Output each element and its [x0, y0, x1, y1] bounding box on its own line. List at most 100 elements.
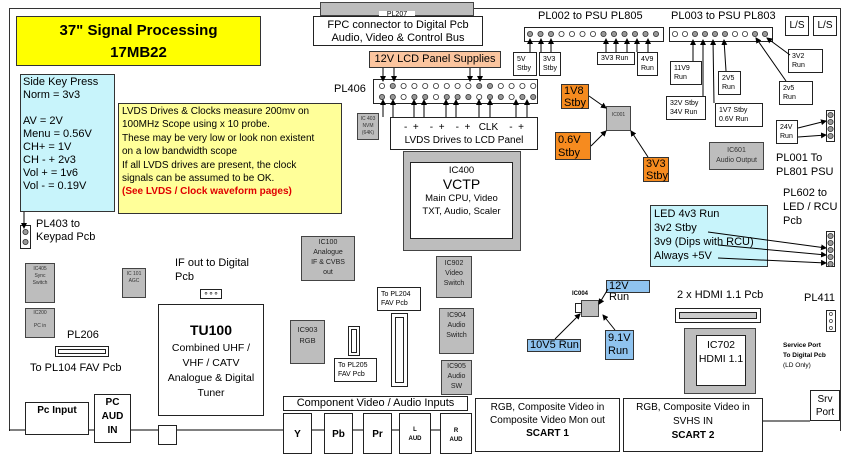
side-key-line: Vol + = 1v6 — [23, 167, 79, 179]
if-out-label: IF out to Digital Pcb — [175, 256, 249, 284]
pl207-label: PL207 — [378, 11, 416, 18]
ic100-line4: out — [323, 269, 333, 276]
pl403-connector — [20, 225, 31, 249]
tu100-line: Combined UHF / — [171, 342, 251, 354]
hdmi-pcb-label: 2 x HDMI 1.1 Pcb — [677, 289, 764, 301]
ic904-line2: Audio — [447, 322, 466, 329]
pc-input-connector: Pc Input — [25, 402, 89, 435]
lvds-drives-box: - + - + - + CLK - + LVDS Drives to LCD P… — [390, 117, 538, 150]
component-inputs-label: Component Video / Audio Inputs — [283, 396, 468, 411]
pl403-label: PL403 to Keypad Pcb — [36, 218, 95, 244]
l-aud-line2: AUD — [408, 436, 422, 442]
pl204-label: To PL204 FAV Pcb — [377, 287, 421, 311]
pl204-line1: To PL204 — [381, 291, 411, 298]
pl411-label: PL411 — [804, 292, 835, 304]
pl206-label: PL206 — [67, 329, 99, 341]
pl001-line1: PL001 To — [776, 152, 823, 164]
side-key-line: Vol - = 0.19V — [23, 180, 87, 192]
ic004-tab — [575, 303, 582, 313]
ic004-tag-9v1-run: 9.1V Run — [605, 330, 634, 360]
pl205-label: To PL205 FAV Pcb — [334, 358, 377, 382]
led-line: LED 4v3 Run — [654, 208, 720, 220]
service-port-label: Service Port To Digital Pcb (LD Only) — [783, 341, 826, 371]
ic902-id: IC902 — [444, 260, 464, 267]
ic400-id: IC400 — [448, 165, 475, 176]
tu100-line: VHF / CATV — [182, 357, 240, 369]
led-line: 3v9 (Dips with RCU) — [654, 236, 754, 248]
pl003-label: PL003 to PSU PL803 — [671, 10, 776, 22]
side-key-line: AV = 2V — [23, 115, 63, 127]
lvds-signals: - + - + - + CLK - + — [403, 122, 525, 133]
lvds-note-line: signals can be assumed to be OK. — [122, 173, 275, 185]
pl602-line2: LED / RCU — [783, 201, 838, 213]
ic902-line3: Switch — [443, 280, 465, 287]
pl002-label: PL002 to PSU PL805 — [538, 10, 643, 22]
l-aud-line1: L — [413, 427, 417, 433]
pl602-connector — [826, 231, 835, 267]
ic004-chip — [581, 300, 599, 317]
service-port-line2: To Digital Pcb — [783, 352, 826, 359]
component-jack-pb: Pb — [324, 413, 353, 454]
ic101-id: IC 101 — [126, 271, 142, 277]
hdmi-connector — [675, 308, 761, 323]
lvds-note-line: on a low bandwidth scope — [122, 146, 238, 158]
ic403-nvm: IC 403 NVM (64K) — [357, 113, 379, 140]
component-jack-l-aud: L AUD — [399, 413, 431, 454]
component-jack-pr: Pr — [363, 413, 392, 454]
ic101-agc: IC 101 AGC — [122, 268, 146, 298]
ic702-id: IC702 — [706, 339, 736, 351]
pl003-tag-11v9-run: 11V9 Run — [670, 61, 702, 85]
ic405-line3: Switch — [32, 280, 48, 286]
fpc-line2: Audio, Video & Control Bus — [331, 32, 465, 44]
led-line: 3v2 Stby — [654, 222, 697, 234]
scart2-line3: SCART 2 — [671, 430, 715, 441]
tu100-tuner: TU100 Combined UHF / VHF / CATV Analogue… — [158, 304, 264, 416]
ic400-name: VCTP — [442, 176, 481, 192]
pl003-tag-2v5b-run: 2v5 Run — [779, 81, 813, 105]
side-key-line: Menu = 0.56V — [23, 128, 92, 140]
tu100-line: Tuner — [197, 387, 225, 399]
ic400-vctp: IC400 VCTP Main CPU, Video TXT, Audio, S… — [410, 162, 513, 239]
ic403-line2: NVM — [362, 123, 374, 129]
ic601-desc: Audio Output — [716, 157, 757, 164]
pl003-tag-32v-stby: 32V Stby 34V Run — [666, 96, 706, 120]
ic001-tag-3v3-stby: 3V3 Stby — [643, 157, 669, 182]
pl002-tag-4v9-run: 4V9 Run — [637, 52, 658, 76]
scart2-line1: RGB, Composite Video in — [636, 402, 750, 413]
ic904-id: IC904 — [447, 312, 466, 319]
pl207-connector: PL207 — [320, 2, 474, 18]
diagram-title: 37" Signal Processing 17MB22 — [16, 16, 261, 66]
ic001-tag-0v6-stby: 0.6V Stby — [555, 132, 591, 160]
pl001-connector — [826, 110, 835, 142]
tu100-id: TU100 — [189, 322, 233, 338]
ic004-label: IC004 — [572, 291, 589, 297]
loudspeaker-connector-left: L/S — [785, 16, 809, 36]
ic405-sync-switch: IC405 Sync Switch — [25, 263, 55, 303]
lvds-waveform-link[interactable]: (See LVDS / Clock waveform pages) — [122, 186, 292, 198]
component-jack-y: Y — [283, 413, 312, 454]
ic403-id: IC 403 — [360, 116, 376, 122]
ic200-pc-in: IC200 PC in — [25, 308, 55, 338]
srv-line2: Port — [815, 407, 835, 418]
ic200-line2: PC in — [33, 323, 47, 329]
lvds-note-line: 100MHz Scope using x 10 probe. — [122, 119, 270, 131]
ic400-line2: TXT, Audio, Scaler — [422, 206, 501, 217]
ic905-line3: SW — [450, 383, 463, 390]
tu100-line: Analogue & Digital — [167, 372, 255, 384]
lvds-note-line: LVDS Drives & Clocks measure 200mv on — [122, 106, 310, 117]
side-key-line: Norm = 3v3 — [23, 89, 81, 101]
ic903-id: IC903 — [297, 325, 318, 334]
pl001-label: PL001 To PL801 PSU — [776, 151, 833, 179]
ic004-tag-10v5-run: 10V5 Run — [527, 339, 581, 352]
pl403-line2: Keypad Pcb — [36, 231, 96, 243]
led-line: Always +5V — [654, 250, 712, 262]
pc-aud-line1: PC — [105, 397, 120, 408]
pl003-tag-2v5-run: 2V5 Run — [718, 71, 741, 95]
ic100-line2: Analogue — [313, 249, 343, 256]
pl003-tag-3v2-run: 3V2 Run — [788, 49, 823, 73]
side-key-line: CH - + 2v3 — [23, 154, 76, 166]
ic405-line2: Sync — [34, 273, 46, 279]
scart1-line2: Composite Video Mon out — [490, 415, 605, 426]
pc-audio-in-connector: PC AUD IN — [94, 394, 131, 443]
r-aud-line2: AUD — [449, 437, 463, 443]
